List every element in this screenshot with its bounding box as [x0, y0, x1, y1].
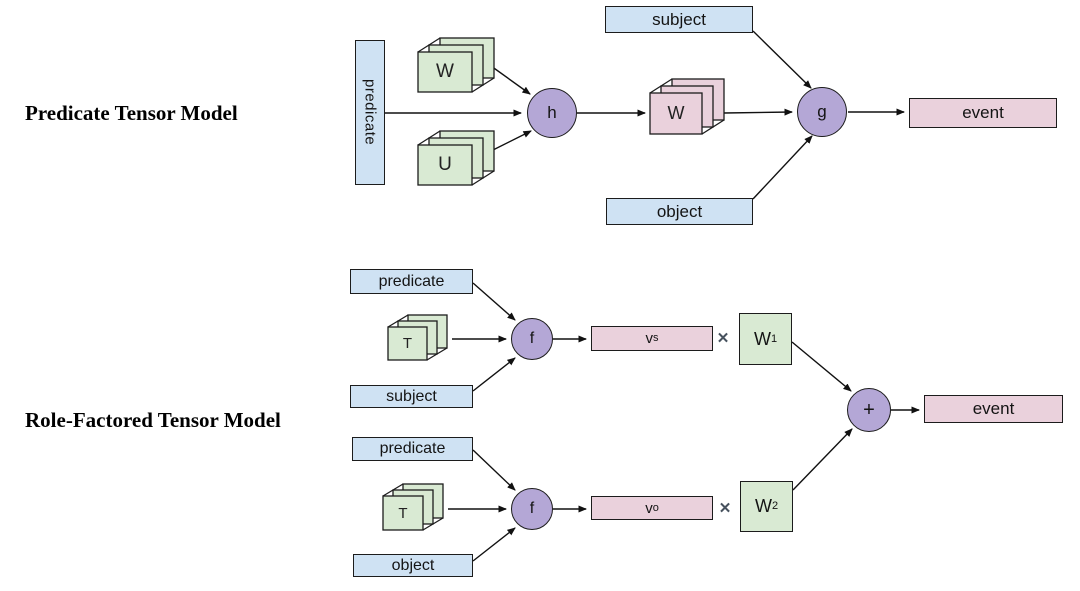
t-tensor-cube-subj — [387, 314, 448, 361]
arrow-w-tensor-to-h — [490, 65, 531, 95]
predicate-tensor-model-title: Predicate Tensor Model — [25, 101, 238, 125]
sum-node: + — [847, 388, 891, 432]
times-symbol-obj: ✕ — [718, 500, 732, 517]
w-mid-tensor-cube — [649, 78, 725, 135]
f-node-obj: f — [511, 488, 553, 530]
t-tensor-label-subj: T — [402, 335, 413, 352]
subject-box-top: subject — [605, 6, 753, 33]
event-box-bottom: event — [924, 395, 1063, 423]
predicate-vector-box: predicate — [355, 40, 385, 185]
vo-subscript: o — [652, 501, 659, 514]
predicate-box-subj-branch: predicate — [350, 269, 473, 294]
predicate-box-obj-branch: predicate — [352, 437, 473, 461]
arrow-subject-to-f — [472, 357, 516, 392]
w-mid-tensor-label: W — [667, 103, 685, 123]
w2-base: W — [754, 496, 772, 516]
w1-base: W — [753, 328, 771, 349]
arrow-u-tensor-to-h — [490, 130, 532, 152]
vo-base: v — [645, 499, 653, 517]
vs-base: v — [645, 330, 654, 347]
arrow-predicate-to-f-obj — [472, 449, 516, 491]
subject-box-bottom: subject — [350, 385, 473, 408]
arrow-subject-to-g — [752, 30, 812, 89]
w2-subscript: 2 — [771, 500, 779, 512]
w-tensor-label: W — [436, 61, 454, 82]
vs-subscript: s — [653, 332, 659, 344]
role-factored-tensor-model-title: Role-Factored Tensor Model — [25, 408, 281, 432]
h-node: h — [527, 88, 577, 138]
u-tensor-label: U — [438, 154, 452, 175]
object-box-top: object — [606, 198, 753, 225]
arrow-object-to-f — [472, 527, 516, 562]
arrow-w2-to-sum — [792, 428, 853, 491]
object-box-bottom: object — [353, 554, 473, 577]
t-tensor-cube-obj — [382, 483, 444, 531]
arrow-object-to-g — [752, 135, 813, 200]
f-node-subj: f — [511, 318, 553, 360]
arrows-bottom-model — [448, 282, 920, 562]
arrow-w-mid-to-g — [723, 108, 793, 116]
g-node: g — [797, 87, 847, 137]
arrow-predicate-to-f-subj — [472, 282, 516, 321]
times-symbol-subj: ✕ — [716, 330, 730, 347]
u-tensor-cube — [417, 130, 495, 186]
arrow-w1-to-sum — [791, 341, 852, 392]
event-box-top: event — [909, 98, 1057, 128]
arrows-top-model — [385, 30, 905, 200]
t-tensor-label-obj: T — [398, 504, 408, 522]
w-tensor-cube — [417, 37, 495, 93]
w1-subscript: 1 — [770, 332, 778, 345]
